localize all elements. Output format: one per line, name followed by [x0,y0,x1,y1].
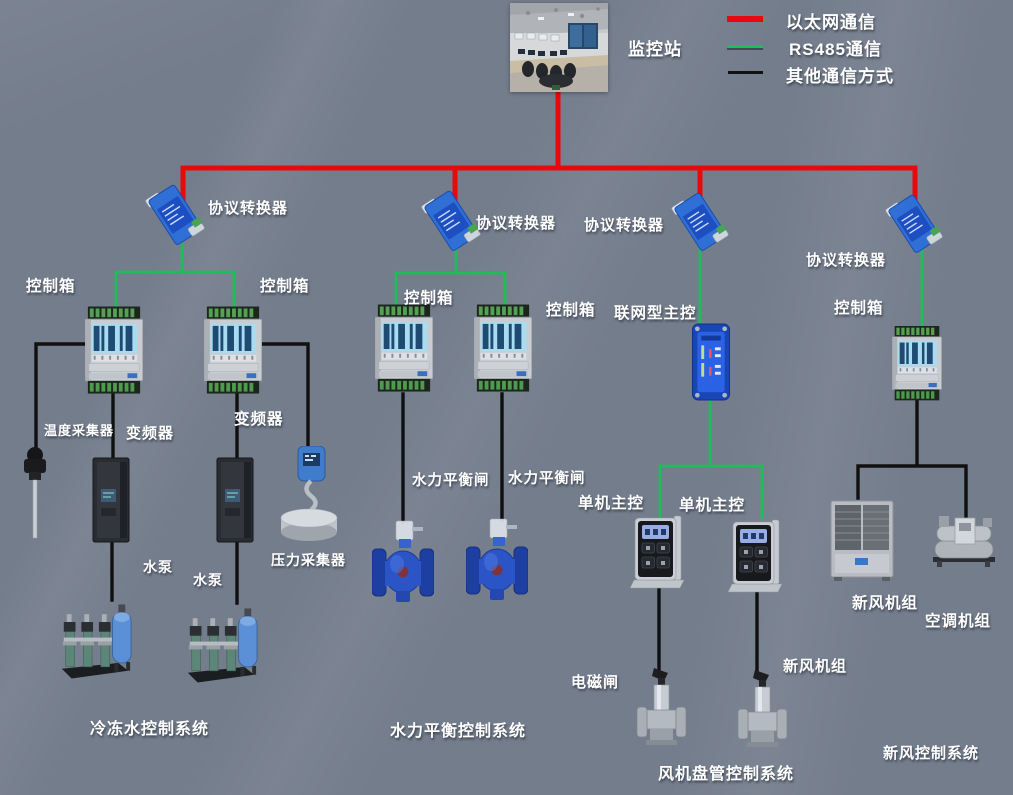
protocol-converter-label-2: 协议转换器 [476,215,557,232]
single-master-label-1: 单机主控 [578,495,645,512]
system-label-fresh-air: 新风控制系统 [883,745,980,762]
protocol-converter-device-4 [890,196,940,252]
protocol-converter-device-1 [150,186,202,244]
control-box-device-1 [85,306,143,396]
networked-master-device [688,322,734,402]
monitor-station-photo [510,3,608,92]
pressure-sensor-device [278,446,340,544]
monitor-station-label: 监控站 [628,40,682,59]
legend-line-ethernet [727,16,763,22]
water-pump-label-2: 水泵 [193,572,223,588]
control-box-label-5: 控制箱 [834,300,884,317]
control-box-label-1: 控制箱 [26,278,76,295]
fresh-air-unit-device [829,499,895,581]
temperature-sensor-device [20,446,50,544]
single-master-device-2 [728,516,786,596]
protocol-converter-label-4: 协议转换器 [806,252,887,269]
single-master-device-1 [630,512,688,592]
protocol-converter-device-2 [426,192,478,250]
pump-group-device-2 [182,598,260,692]
rs485-lines [114,234,924,520]
legend-line-other [728,71,763,74]
protocol-converter-label-1: 协议转换器 [208,200,289,217]
protocol-converter-label-3: 协议转换器 [584,217,665,234]
fresh-air-unit-label-1: 新风机组 [783,658,848,675]
pressure-sensor-label: 压力采集器 [271,552,346,568]
system-label-chilled-water: 冷冻水控制系统 [90,721,210,738]
ac-unit-label: 空调机组 [925,613,992,630]
legend-label-rs485: RS485通信 [789,40,882,59]
control-box-device-3 [375,304,433,394]
networked-master-label: 联网型主控 [614,305,697,322]
solenoid-valve-label: 电磁闸 [571,674,620,691]
ac-unit-device [929,511,999,569]
other-comm-lines [34,342,968,676]
legend-label-ethernet: 以太网通信 [786,13,876,32]
system-label-hydraulic-balance: 水力平衡控制系统 [390,723,527,740]
balance-valve-device-1 [372,520,434,615]
balance-valve-device-2 [466,518,528,613]
legend-label-other: 其他通信方式 [786,67,894,86]
control-box-label-4: 控制箱 [546,302,596,319]
solenoid-valve-device-2 [736,668,788,750]
water-pump-label-1: 水泵 [143,559,173,575]
ethernet-lines [180,88,918,213]
balance-valve-label-2: 水力平衡闸 [508,471,586,487]
control-box-label-3: 控制箱 [404,290,454,307]
system-label-fan-coil: 风机盘管控制系统 [658,766,795,783]
inverter-device-2 [214,456,256,544]
inverter-label-1: 变频器 [126,425,175,442]
temperature-sensor-label: 温度采集器 [44,423,115,438]
control-box-label-2: 控制箱 [260,278,310,295]
control-box-device-4 [474,304,532,394]
inverter-device-1 [90,456,132,544]
solenoid-valve-device-1 [635,666,687,748]
control-box-device-5 [888,326,946,402]
balance-valve-label-1: 水力平衡闸 [412,473,490,489]
control-box-device-2 [204,306,262,396]
pump-group-device-1 [56,594,134,688]
protocol-converter-device-3 [676,194,726,250]
fresh-air-unit-label-2: 新风机组 [852,595,919,612]
inverter-label-2: 变频器 [234,411,284,428]
single-master-label-2: 单机主控 [679,497,746,514]
legend-line-rs485 [727,45,763,48]
